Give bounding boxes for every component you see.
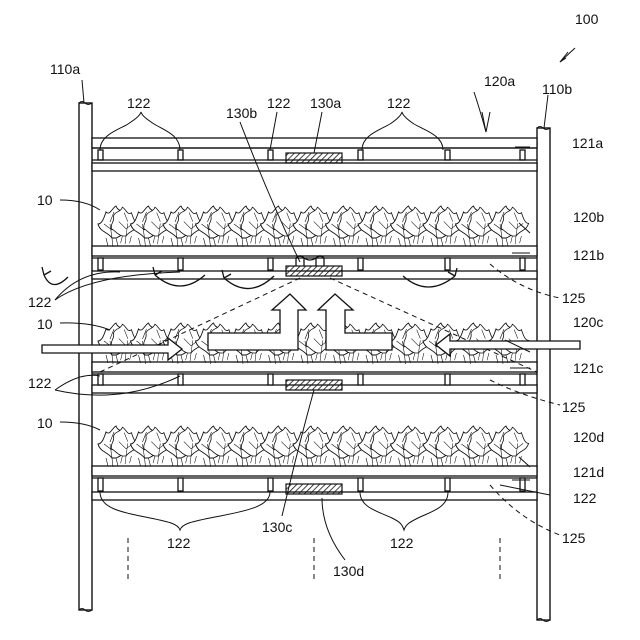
light-130a bbox=[286, 153, 342, 163]
label-shelf-3: 120c bbox=[573, 314, 603, 330]
light-130d bbox=[286, 484, 342, 494]
label-fixture-1: 122 bbox=[127, 95, 151, 111]
light-130b bbox=[286, 266, 342, 276]
label-plate-2: 121b bbox=[573, 247, 604, 263]
label-plate-3: 121c bbox=[573, 360, 603, 376]
label-fig-no: 100 bbox=[575, 11, 599, 27]
label-plant-1: 10 bbox=[37, 192, 53, 208]
label-airflow-2: 125 bbox=[562, 399, 586, 415]
label-airflow-1: 125 bbox=[562, 290, 586, 306]
label-shelf-2: 120b bbox=[573, 209, 604, 225]
label-fixture-6: 122 bbox=[573, 490, 597, 506]
label-light-a: 130a bbox=[310, 95, 341, 111]
label-airflow-3: 125 bbox=[562, 530, 586, 546]
label-light-c: 130c bbox=[262, 519, 292, 535]
plant-row-1 bbox=[98, 206, 529, 247]
shelf-120d bbox=[92, 466, 537, 500]
label-light-b: 130b bbox=[226, 105, 257, 121]
label-fixture-4: 122 bbox=[28, 294, 52, 310]
label-fixture-2: 122 bbox=[267, 95, 291, 111]
label-post-right: 110b bbox=[542, 81, 572, 97]
label-fixture-8: 122 bbox=[390, 535, 414, 551]
post-right bbox=[537, 128, 550, 620]
leader-lines bbox=[55, 48, 575, 560]
label-fixture-5: 122 bbox=[28, 375, 52, 391]
fig-arrow bbox=[560, 52, 568, 62]
label-light-d: 130d bbox=[333, 563, 364, 579]
airflow-arrow-up-right bbox=[318, 294, 392, 350]
plant-row-3 bbox=[98, 426, 529, 467]
label-fixture-7: 122 bbox=[167, 535, 191, 551]
label-plate-1: 121a bbox=[572, 135, 603, 151]
light-130c bbox=[286, 380, 342, 390]
label-plant-2: 10 bbox=[37, 316, 53, 332]
post-left bbox=[79, 103, 92, 610]
label-shelf-4: 120d bbox=[573, 429, 604, 445]
label-plate-4: 121d bbox=[573, 464, 604, 480]
label-shelf-top: 120a bbox=[484, 73, 515, 89]
label-post-left: 110a bbox=[50, 61, 80, 77]
label-plant-3: 10 bbox=[37, 415, 53, 431]
airflow-arrow-up-left bbox=[208, 294, 306, 350]
label-fixture-3: 122 bbox=[387, 95, 411, 111]
